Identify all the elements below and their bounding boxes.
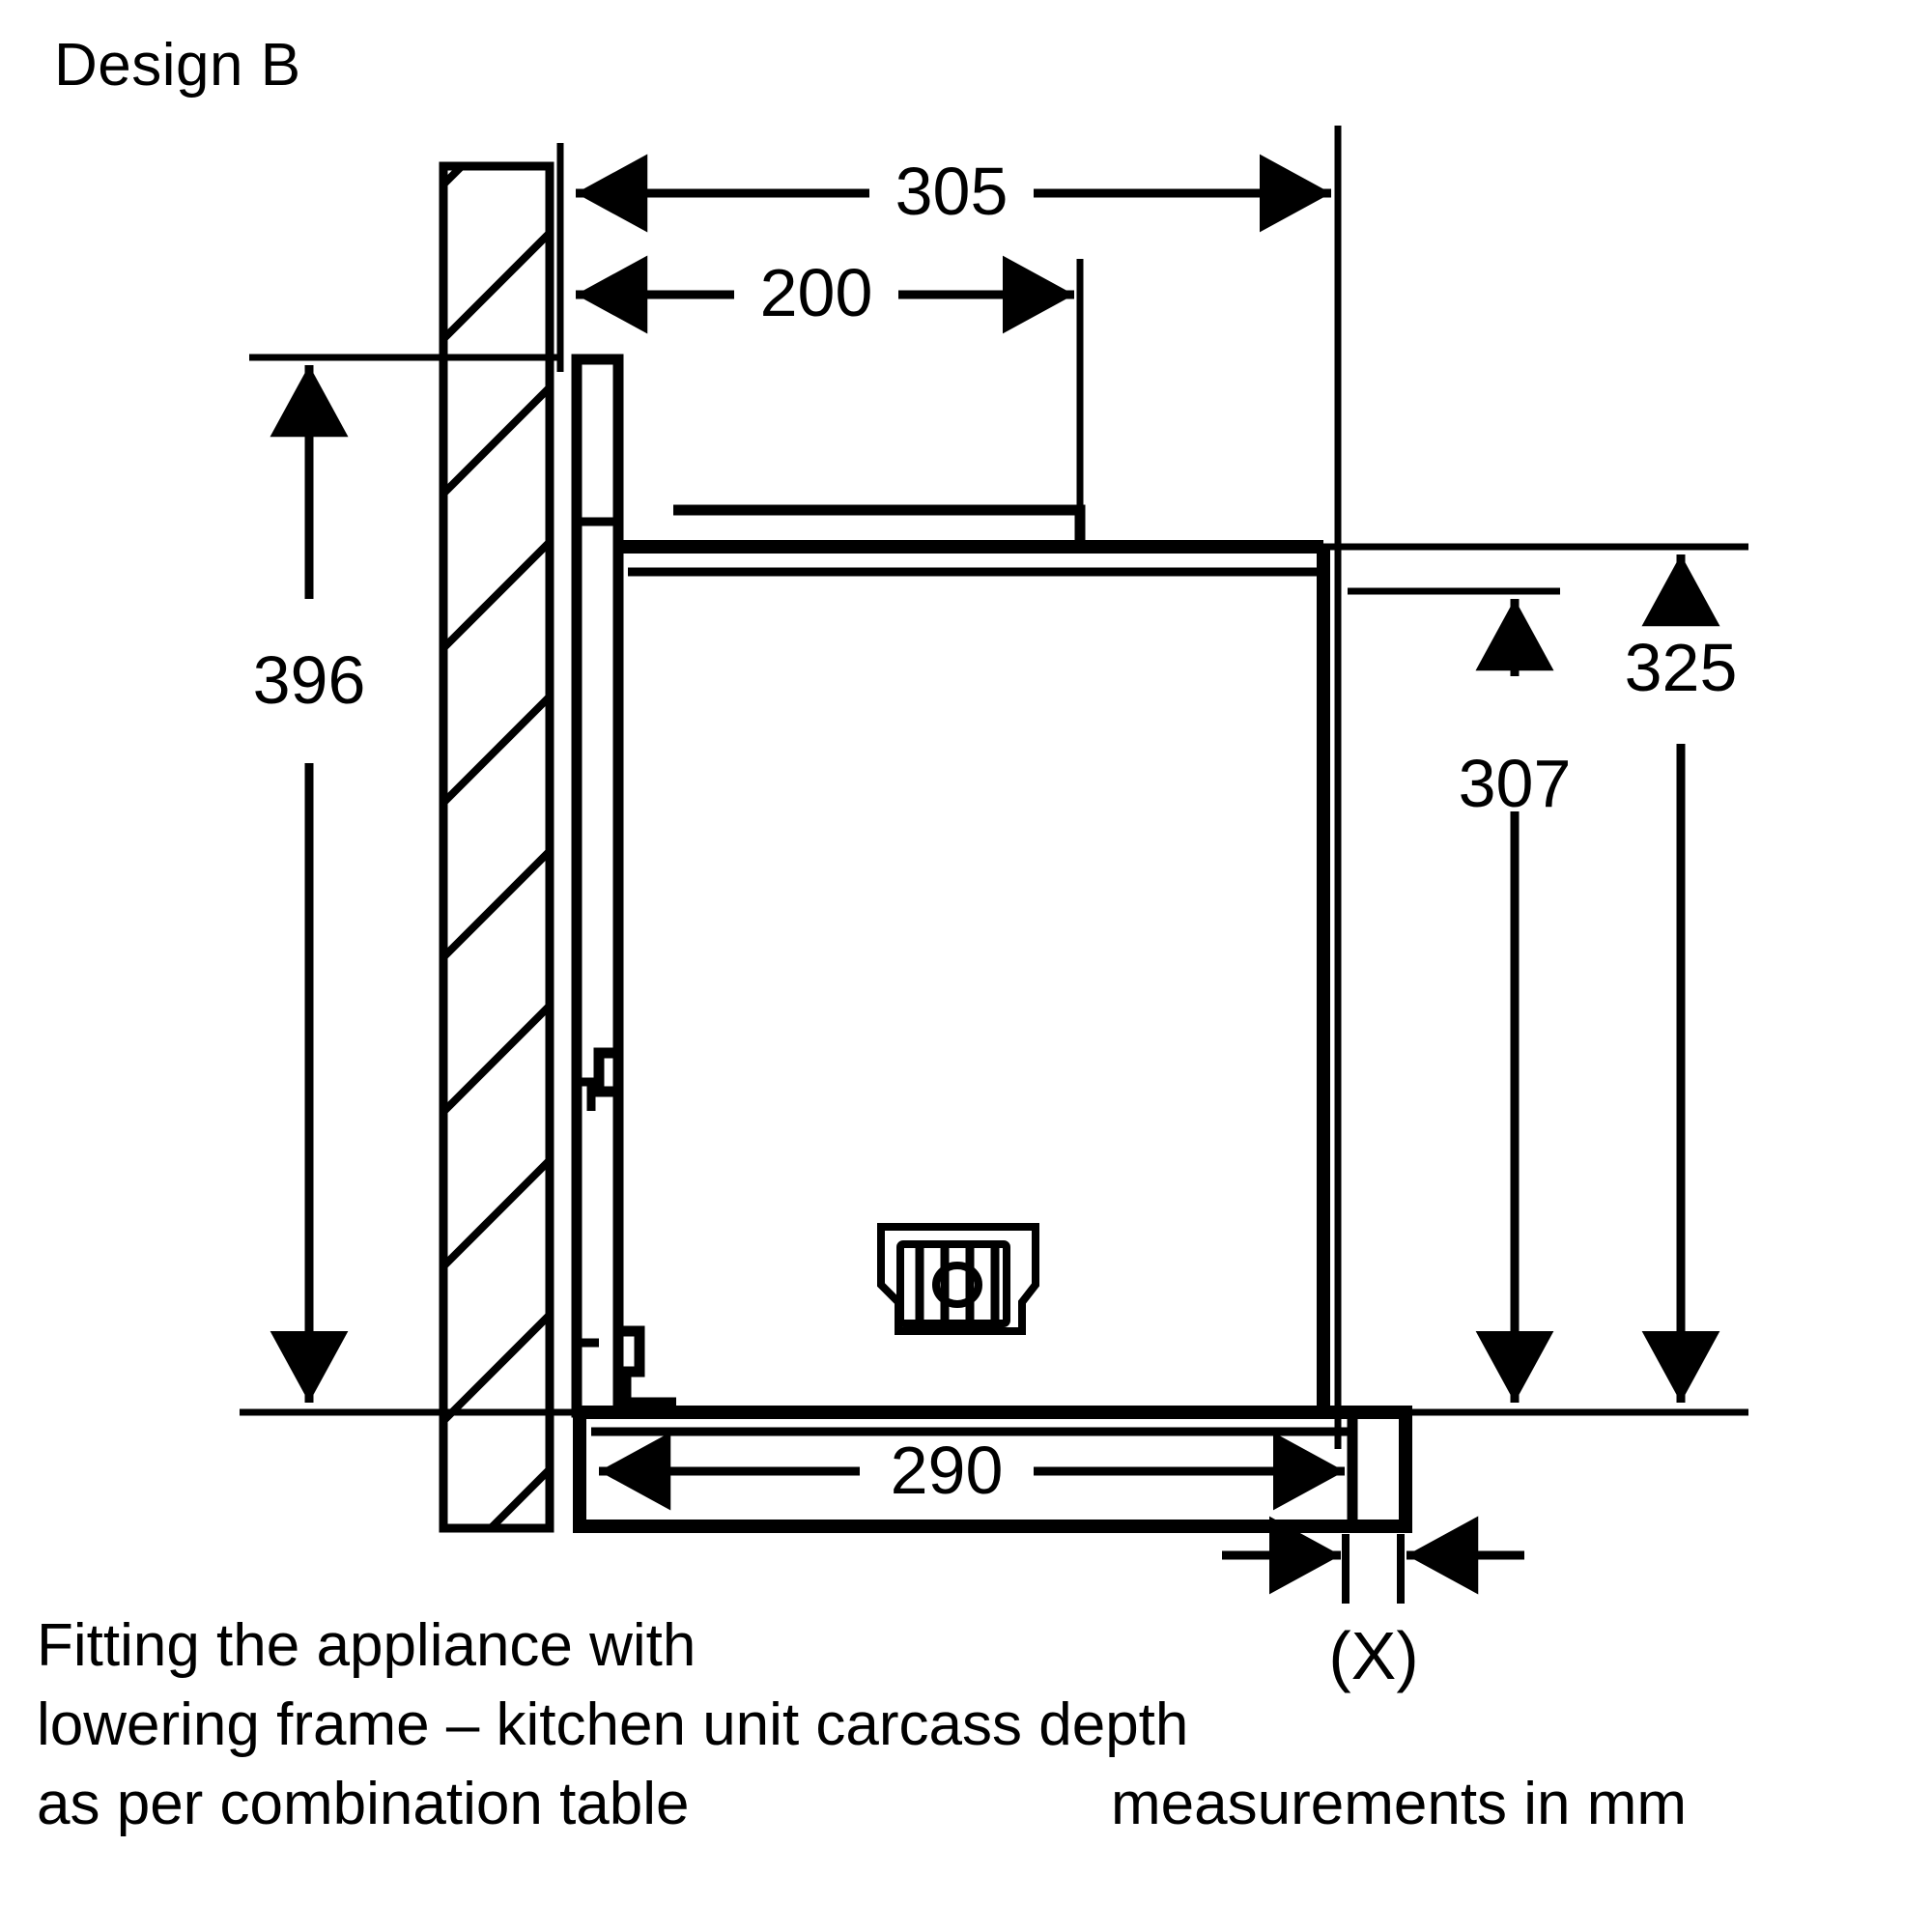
dimension-396-label: 396 xyxy=(253,642,366,718)
dimension-305-label: 305 xyxy=(895,154,1009,229)
caption-line-1: Fitting the appliance with xyxy=(37,1612,696,1679)
dimension-200: 200 xyxy=(576,255,1074,334)
dimension-x: (X) xyxy=(1222,1516,1524,1693)
wall-hatching-icon xyxy=(447,170,546,1524)
dimension-325: 325 xyxy=(1625,554,1738,1403)
extension-lines xyxy=(240,126,1748,1449)
caption-line-2: lowering frame – kitchen unit carcass de… xyxy=(37,1691,1189,1758)
caption-line-3: as per combination table xyxy=(37,1771,690,1837)
appliance-outline xyxy=(571,354,1412,1533)
dimension-290: 290 xyxy=(599,1432,1345,1511)
dimension-396: 396 xyxy=(253,365,366,1403)
units-note: measurements in mm xyxy=(1111,1771,1688,1837)
wall-section xyxy=(439,161,554,1533)
dimension-307-label: 307 xyxy=(1459,746,1572,821)
dimension-290-label: 290 xyxy=(891,1433,1004,1508)
dimension-325-label: 325 xyxy=(1625,630,1738,705)
dimension-307: 307 xyxy=(1459,599,1572,1403)
socket-outlet-icon xyxy=(877,1223,1039,1335)
dimension-x-label: (X) xyxy=(1328,1618,1418,1693)
page-title: Design B xyxy=(54,32,301,99)
dimension-305: 305 xyxy=(576,154,1331,233)
dimension-200-label: 200 xyxy=(760,255,873,330)
